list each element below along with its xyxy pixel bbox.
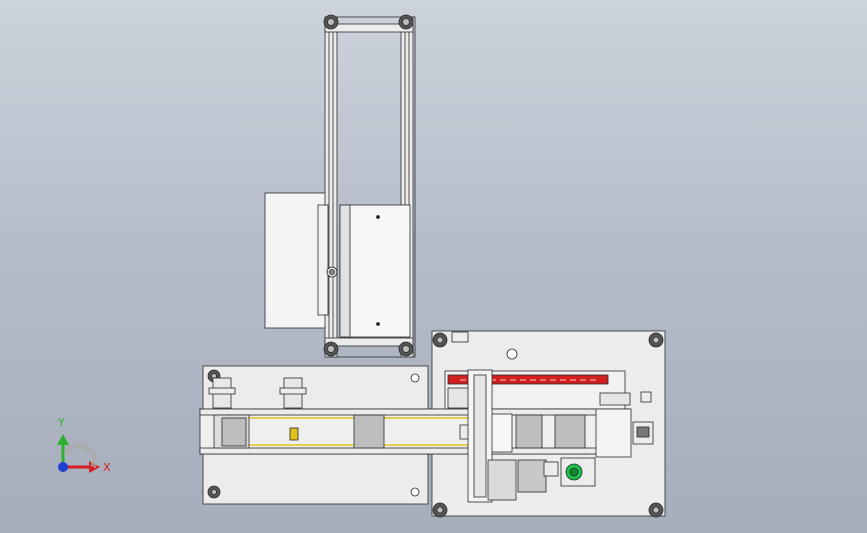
tower-frame: [264, 14, 416, 358]
y-axis-arrow-head: [57, 434, 69, 445]
conveyor-rail: [199, 408, 632, 458]
lower-components: [487, 457, 596, 501]
y-axis-label: Y: [57, 416, 65, 429]
x-axis-label: X: [103, 461, 111, 474]
z-axis-dot: [58, 462, 68, 472]
triad-arc: [63, 442, 98, 469]
